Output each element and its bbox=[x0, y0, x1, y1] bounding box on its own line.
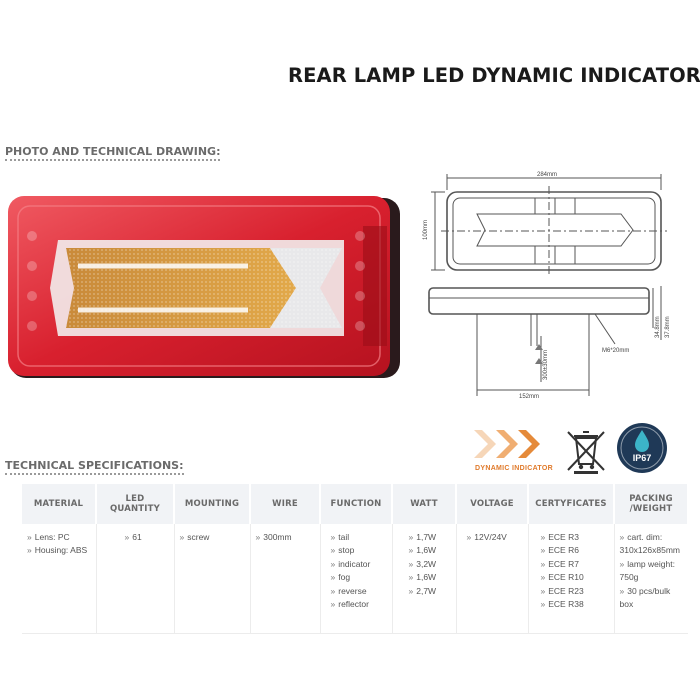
lamp-photo bbox=[8, 196, 400, 378]
header-voltage: VOLTAGE bbox=[456, 484, 529, 524]
header-material: MATERIAL bbox=[22, 484, 97, 524]
ip67-water-drop-icon bbox=[617, 423, 667, 473]
list-item: 1,6W bbox=[409, 571, 452, 584]
list-item: ECE R7 bbox=[541, 558, 610, 571]
specs-header-row: MATERIAL LED QUANTITY MOUNTING WIRE FUNC… bbox=[22, 484, 689, 524]
list-item: ECE R3 bbox=[541, 531, 610, 544]
cell-mounting: screw bbox=[174, 524, 251, 634]
header-watt: WATT bbox=[392, 484, 457, 524]
cell-certificates: ECE R3 ECE R6 ECE R7 ECE R10 ECE R23 ECE… bbox=[528, 524, 615, 634]
dim-width: 284mm bbox=[537, 172, 557, 178]
list-item: tail bbox=[331, 531, 388, 544]
header-packing-weight: PACKING /WEIGHT bbox=[614, 484, 689, 524]
photo-section-heading-text: PHOTO AND TECHNICAL DRAWING: bbox=[5, 145, 221, 158]
dim-depth-2: 37.8mm bbox=[665, 316, 671, 338]
cell-watt: 1,7W 1,6W 3,2W 1,6W 2,7W bbox=[392, 524, 457, 634]
dim-height: 100mm bbox=[423, 220, 429, 240]
cell-voltage: 12V/24V bbox=[456, 524, 529, 634]
list-item: 12V/24V bbox=[467, 531, 524, 544]
list-item: Lens: PC bbox=[27, 531, 92, 544]
page-title: REAR LAMP LED DYNAMIC INDICATOR bbox=[288, 64, 700, 87]
list-item: Housing: ABS bbox=[27, 544, 92, 557]
list-item: ECE R6 bbox=[541, 544, 610, 557]
list-item: stop bbox=[331, 544, 388, 557]
list-item: 2,7W bbox=[409, 585, 452, 598]
list-item: reverse bbox=[331, 585, 388, 598]
list-item: ECE R23 bbox=[541, 585, 610, 598]
header-function: FUNCTION bbox=[320, 484, 393, 524]
weee-crossed-bin-icon bbox=[567, 431, 605, 474]
list-item: 1,6W bbox=[409, 544, 452, 557]
cell-led-quantity: 61 bbox=[96, 524, 175, 634]
specs-section-heading: TECHNICAL SPECIFICATIONS: bbox=[5, 459, 184, 475]
list-item: reflector bbox=[331, 598, 388, 611]
photo-section-heading: PHOTO AND TECHNICAL DRAWING: bbox=[5, 145, 221, 161]
ip67-label: IP67 bbox=[632, 453, 652, 463]
feature-badges: DYNAMIC INDICATOR IP67 bbox=[468, 422, 692, 478]
list-item: lamp weight: 750g bbox=[620, 558, 685, 585]
cell-packing-weight: cart. dim: 310x126x85mm lamp weight: 750… bbox=[614, 524, 688, 634]
header-mounting: MOUNTING bbox=[174, 484, 251, 524]
specs-data-row: Lens: PC Housing: ABS 61 screw 300mm tai… bbox=[22, 524, 688, 634]
list-item: 3,2W bbox=[409, 558, 452, 571]
list-item: cart. dim: 310x126x85mm bbox=[620, 531, 685, 558]
list-item: 30 pcs/bulk box bbox=[620, 585, 685, 612]
list-item: indicator bbox=[331, 558, 388, 571]
header-certificates: CERTYFICATES bbox=[528, 484, 615, 524]
cell-function: tail stop indicator fog reverse reflecto… bbox=[320, 524, 393, 634]
list-item: 61 bbox=[125, 531, 170, 544]
dim-depth-1: 34.8mm bbox=[655, 316, 661, 338]
list-item: 300mm bbox=[256, 531, 316, 544]
header-led-quantity: LED QUANTITY bbox=[96, 484, 175, 524]
cell-material: Lens: PC Housing: ABS bbox=[22, 524, 97, 634]
list-item: screw bbox=[180, 531, 246, 544]
header-wire: WIRE bbox=[250, 484, 321, 524]
list-item: 1,7W bbox=[409, 531, 452, 544]
technical-drawing: 284mm 100mm 152mm M6*20mm 34.8mm 37.8mm … bbox=[423, 172, 671, 400]
list-item: fog bbox=[331, 571, 388, 584]
dim-bolt: M6*20mm bbox=[602, 348, 629, 354]
cell-wire: 300mm bbox=[250, 524, 321, 634]
specs-section-heading-text: TECHNICAL SPECIFICATIONS: bbox=[5, 459, 184, 472]
list-item: ECE R38 bbox=[541, 598, 610, 611]
dim-wire: 300±30mm bbox=[543, 350, 549, 380]
dynamic-indicator-icon bbox=[474, 430, 540, 458]
dim-base-width: 152mm bbox=[519, 394, 539, 400]
list-item: ECE R10 bbox=[541, 571, 610, 584]
dynamic-indicator-label: DYNAMIC INDICATOR bbox=[475, 465, 553, 472]
heading-underline bbox=[5, 159, 221, 161]
heading-underline bbox=[5, 473, 184, 475]
specs-table: MATERIAL LED QUANTITY MOUNTING WIRE FUNC… bbox=[22, 484, 689, 634]
